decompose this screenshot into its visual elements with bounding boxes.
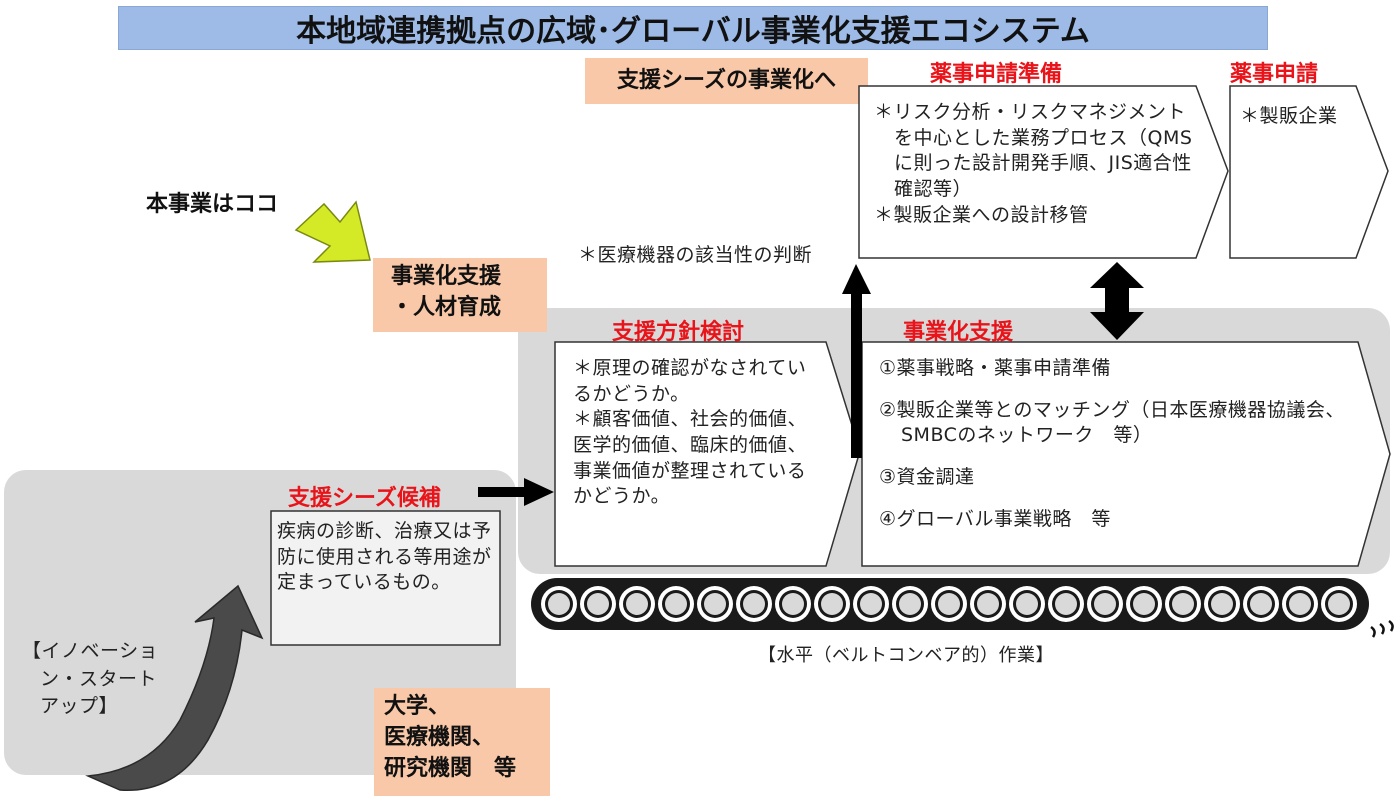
device-judgement-text: ＊医療機器の該当性の判断 (578, 244, 813, 266)
conveyor-motion-icon (1370, 619, 1394, 638)
conveyor-roller-hub (938, 593, 960, 615)
candidate-to-policy-arrow-shaft (478, 487, 526, 497)
commercial-text: ①薬事戦略・薬事申請準備 ②製販企業等とのマッチング（日本医療機器協議会、SMB… (879, 356, 1357, 532)
policy-item-1: ＊原理の確認がなされているかどうか。 (573, 357, 807, 405)
candidate-label: 支援シーズ候補 (288, 486, 441, 511)
innovation-line-2: ン・スタート (40, 667, 158, 690)
support-hr-box: 事業化支援 ・人材育成 (373, 258, 547, 332)
conveyor-roller-hub (821, 593, 843, 615)
prep-label: 薬事申請準備 (930, 62, 1063, 87)
innovation-curve-icon (85, 584, 264, 791)
conveyor-roller-hub (1211, 593, 1233, 615)
conveyor-roller-hub (587, 593, 609, 615)
conveyor-roller-hub (1055, 593, 1077, 615)
university-box: 大学、 医療機関、 研究機関 等 (374, 688, 550, 796)
up-arrow-icon (842, 264, 871, 294)
conveyor-roller-hub (704, 593, 726, 615)
candidate-to-policy-arrow-icon (524, 478, 554, 506)
conveyor-roller-hub (743, 593, 765, 615)
seeds-commercialization-label: 支援シーズの事業化へ (617, 67, 836, 93)
conveyor-roller-hub (899, 593, 921, 615)
up-arrow-shaft (851, 290, 862, 458)
application-text: ＊製販企業 (1240, 105, 1338, 127)
university-line-3: 研究機関 等 (384, 756, 517, 782)
conveyor-roller-hub (626, 593, 648, 615)
prep-box (858, 85, 1229, 259)
policy-item-2: ＊顧客価値、社会的価値、医学的価値、臨床的価値、事業価値が整理されているかどうか… (573, 408, 808, 508)
conveyor-roller-hub (977, 593, 999, 615)
conveyor-roller-hub (1250, 593, 1272, 615)
commercial-item-4: ④グローバル事業戦略 等 (879, 507, 1111, 530)
innovation-line-3: アップ】 (40, 695, 119, 718)
seeds-commercialization-box: 支援シーズの事業化へ (585, 58, 868, 104)
support-hr-line-1: 事業化支援 (391, 264, 502, 289)
commercial-box (861, 341, 1391, 567)
conveyor-roller-hub (548, 593, 570, 615)
innovation-label: 【イノベーショ ン・スタート アップ】 (22, 638, 192, 721)
conveyor-roller-hub (860, 593, 882, 615)
conveyor-roller-hub (1328, 593, 1350, 615)
policy-text: ＊原理の確認がなされているかどうか。 ＊顧客価値、社会的価値、医学的価値、臨床的… (573, 356, 823, 510)
conveyor-roller-hub (782, 593, 804, 615)
university-line-1: 大学、 (384, 694, 451, 719)
candidate-box (270, 510, 501, 646)
double-arrow-bottom-icon (1090, 312, 1144, 340)
innovation-line-1: 【イノベーショ (22, 640, 159, 662)
double-arrow-top-icon (1090, 262, 1144, 288)
application-label: 薬事申請 (1230, 62, 1319, 87)
application-box (1229, 85, 1389, 259)
double-arrow-shaft (1105, 286, 1129, 314)
prep-item-1: ＊リスク分析・リスクマネジメントを中心とした業務プロセス（QMSに則った設計開発… (874, 101, 1193, 200)
prep-text: ＊リスク分析・リスクマネジメントを中心とした業務プロセス（QMSに則った設計開発… (874, 100, 1202, 228)
here-label: 本事業はココ (146, 192, 279, 217)
conveyor-label: 【水平（ベルトコンベア的）作業】 (758, 645, 1054, 666)
policy-label: 支援方針検討 (612, 320, 745, 345)
page-title: 本地域連携拠点の広域･グローバル事業化支援エコシステム (118, 6, 1268, 50)
commercial-item-2: ②製販企業等とのマッチング（日本医療機器協議会、SMBCのネットワーク 等） (879, 398, 1345, 447)
support-hr-line-2: ・人材育成 (391, 294, 502, 320)
commercial-item-1: ①薬事戦略・薬事申請準備 (879, 357, 1112, 379)
university-line-2: 医療機関、 (384, 725, 495, 751)
conveyor-rollers (541, 586, 1357, 622)
commercial-label: 事業化支援 (903, 320, 1014, 345)
conveyor-roller-hub (1016, 593, 1038, 615)
commercial-item-3: ③資金調達 (879, 465, 975, 488)
conveyor-roller-hub (665, 593, 687, 615)
conveyor-roller-hub (1094, 593, 1116, 615)
policy-box (554, 341, 861, 567)
candidate-text: 疾病の診断、治療又は予防に使用される等用途が定まっているもの。 (277, 520, 492, 594)
conveyor-roller-hub (1133, 593, 1155, 615)
conveyor-roller-hub (1289, 593, 1311, 615)
prep-item-2: ＊製販企業への設計移管 (874, 203, 1089, 226)
here-arrow-icon (294, 200, 371, 263)
conveyor-roller-hub (1172, 593, 1194, 615)
